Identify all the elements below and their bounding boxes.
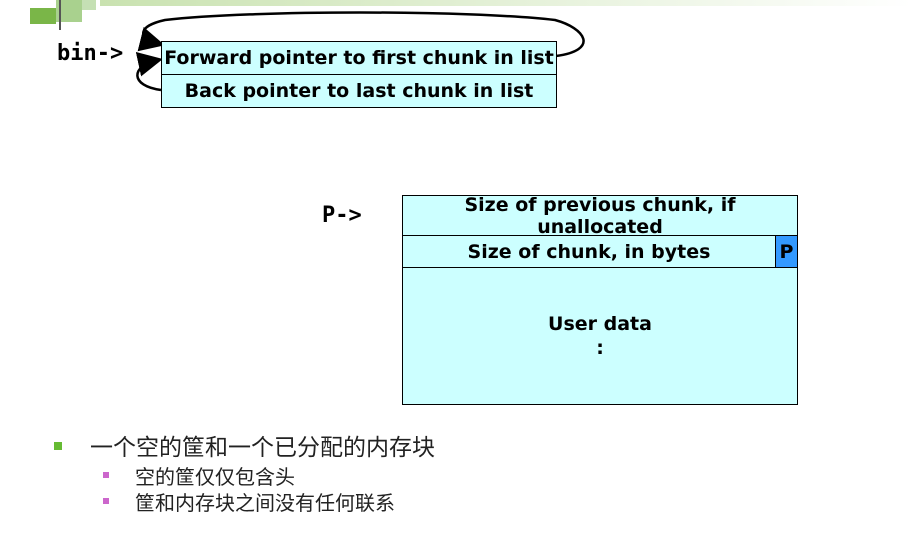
header-vertical-line xyxy=(59,0,61,30)
bullet-square-icon xyxy=(103,472,109,478)
bullet-square-icon xyxy=(103,498,109,504)
prev-size-cell: Size of previous chunk, if unallocated xyxy=(402,194,798,238)
forward-loop-arrow xyxy=(137,11,585,58)
prev-in-use-flag: P xyxy=(775,235,798,268)
bin-label: bin-> xyxy=(57,41,124,66)
user-data-text: User data xyxy=(548,313,652,335)
header-accent-squares xyxy=(30,0,100,26)
user-data-ellipsis: : xyxy=(596,337,604,359)
back-pointer-cell: Back pointer to last chunk in list xyxy=(161,74,557,108)
bullet-main-text: 一个空的筐和一个已分配的内存块 xyxy=(90,435,435,461)
bullet-square-icon xyxy=(54,442,62,450)
size-cell-text: Size of chunk, in bytes xyxy=(467,240,711,263)
bullet-sub-text: 筐和内存块之间没有任何联系 xyxy=(135,491,395,515)
size-cell: Size of chunk, in bytes xyxy=(402,235,798,268)
forward-pointer-cell: Forward pointer to first chunk in list xyxy=(161,41,557,75)
header-divider-line xyxy=(100,0,912,6)
chunk-label: P-> xyxy=(322,203,362,228)
bullet-sub-text: 空的筐仅仅包含头 xyxy=(135,465,295,489)
user-data-cell: User data : xyxy=(402,267,798,405)
back-loop-arrow xyxy=(135,51,163,92)
